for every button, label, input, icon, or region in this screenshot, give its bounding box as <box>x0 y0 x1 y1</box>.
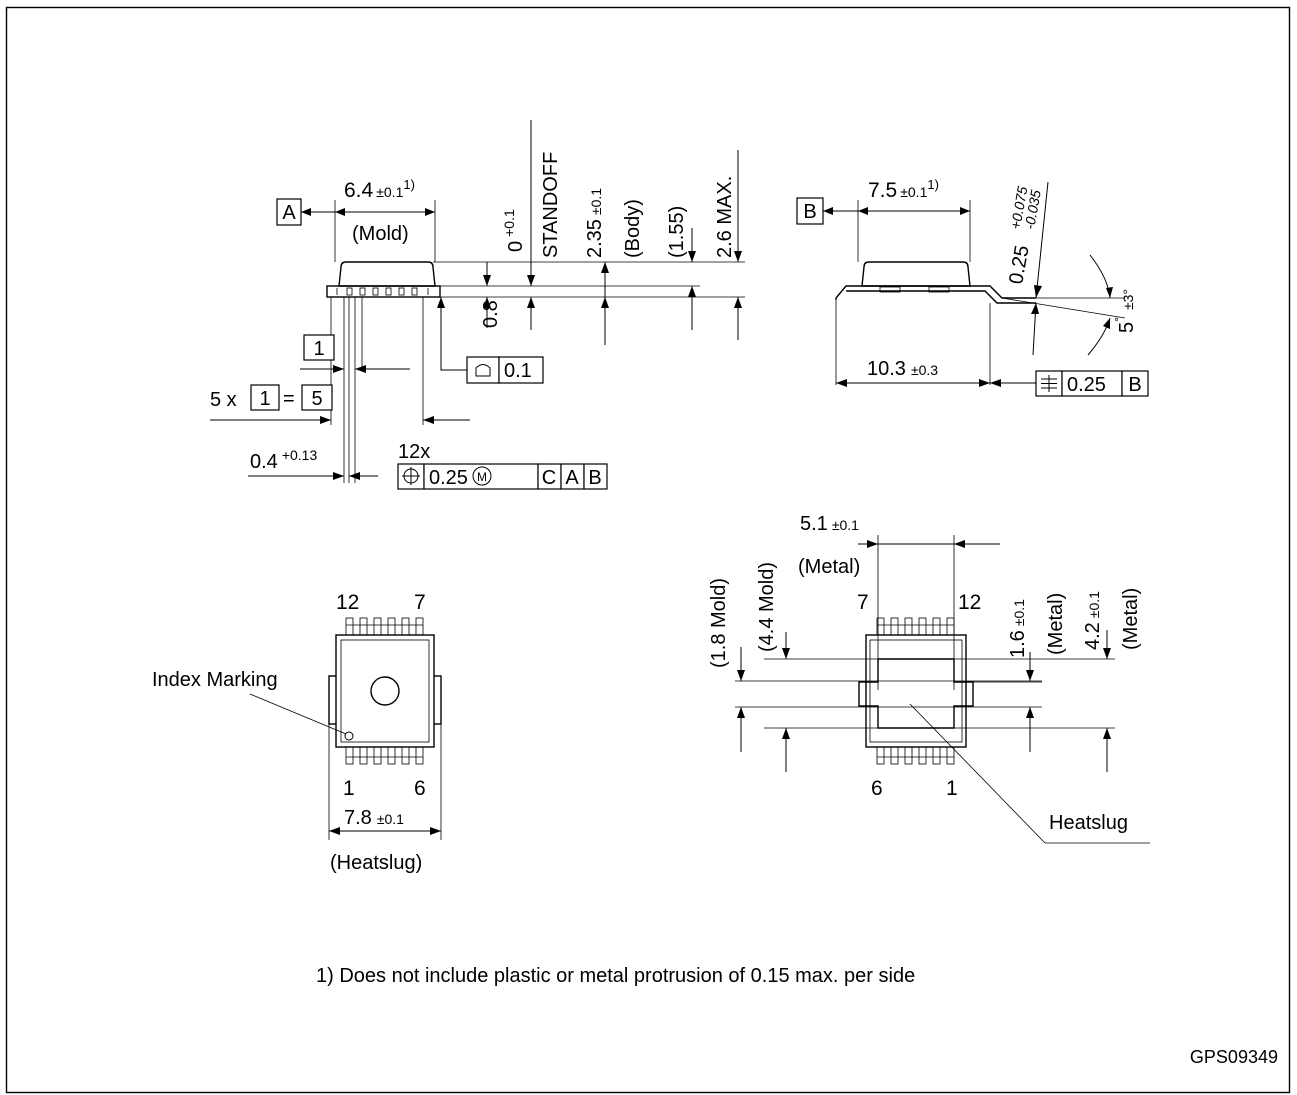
span-equals: = <box>283 388 295 410</box>
lead-span-value: 10.3±0.3 <box>867 358 938 380</box>
side-view: A 6.4±0.11) (Mold) <box>210 120 745 490</box>
footnote: 1) Does not include plastic or metal pro… <box>316 965 915 987</box>
reference-height: (1.55) <box>666 206 688 258</box>
bottom-pin-1: 1 <box>343 777 355 800</box>
metal-width-label: (Metal) <box>798 556 860 578</box>
metal-height-16-label: (Metal) <box>1045 593 1067 655</box>
lead-count: 12x <box>398 441 430 463</box>
datum-b-box <box>796 197 824 225</box>
flatness-frame <box>498 356 544 384</box>
bottom-pin-1: 1 <box>946 777 958 800</box>
end-body <box>861 261 971 287</box>
datum-a-box <box>276 198 302 226</box>
pitch-value: 1 <box>313 338 324 360</box>
lead-thickness-tol-plus: +0.075 <box>1007 185 1030 231</box>
span-box-value: 1 <box>259 388 270 410</box>
mold-body <box>338 261 436 287</box>
end-view: B 7.5±0.11) 0.25 +0.075 -0.035 5° ±3° <box>796 177 1149 397</box>
bottom-pin-12: 12 <box>958 591 981 614</box>
datum-a-ref: A <box>565 467 579 489</box>
bottom-heatslug <box>858 658 974 729</box>
position-tolerance-frame: 0.25 M C A B <box>397 463 608 490</box>
lead-width-value: 0.4+0.13 <box>250 447 317 473</box>
symmetry-datum: B <box>1128 374 1141 396</box>
lead-thickness-end: 0.25 <box>1005 244 1033 286</box>
lead-frame <box>326 285 441 298</box>
metal-height-42: 4.2±0.1 <box>1082 591 1104 650</box>
span-result: 5 <box>311 388 322 410</box>
bottom-pin-7: 7 <box>857 591 869 614</box>
lead-angle: 5° <box>1112 317 1138 333</box>
metal-height-16: 1.6±0.1 <box>1007 599 1029 658</box>
metal-height-42-label: (Metal) <box>1120 588 1142 650</box>
max-height: 2.6 MAX. <box>714 176 736 258</box>
top-leads-lower <box>345 746 424 765</box>
symmetry-value: 0.25 <box>1067 374 1106 396</box>
heatslug-width-value: 7.8±0.1 <box>344 807 404 829</box>
datum-b-letter: B <box>803 201 816 223</box>
drawing-frame <box>5 6 1291 1094</box>
mold-height-18: (1.8 Mold) <box>708 578 730 668</box>
lead-thickness-tol-minus: -0.035 <box>1021 188 1044 230</box>
heatslug-width-label: (Heatslug) <box>330 852 422 874</box>
index-dot <box>344 731 354 741</box>
end-leads <box>835 285 1036 304</box>
lead-thickness-value: 0.8 <box>480 300 502 328</box>
mold-width-label: (Mold) <box>352 223 409 245</box>
metal-width-value: 5.1±0.1 <box>800 513 859 535</box>
heatslug-label: Heatslug <box>1049 812 1128 834</box>
symmetry-frame: 0.25 B <box>1035 370 1149 397</box>
top-pin-12: 12 <box>336 591 359 614</box>
span-prefix: 5 x <box>210 389 237 411</box>
datum-a-letter: A <box>282 202 296 224</box>
bottom-view: 5.1±0.1 (Metal) 7 12 <box>708 513 1150 844</box>
datum-c-ref: C <box>542 467 556 489</box>
flatness-value: 0.1 <box>504 360 532 382</box>
bottom-body <box>865 634 967 748</box>
mold-height-44: (4.4 Mold) <box>756 562 778 652</box>
lead-ends <box>346 287 418 296</box>
mold-width-value: 6.4±0.11) <box>344 177 415 202</box>
top-view: 12 7 Index Marking 1 6 7.8±0.1 (Heatslug… <box>152 591 442 874</box>
top-center-mark <box>370 676 400 706</box>
bottom-leads-lower <box>876 746 955 765</box>
datum-b-ref: B <box>588 467 601 489</box>
standoff-value: 0+0.1 <box>501 209 527 252</box>
bottom-leads-upper <box>876 617 955 636</box>
bottom-pin-6: 6 <box>871 777 883 800</box>
top-body <box>335 634 435 748</box>
end-width-value: 7.5±0.11) <box>868 177 939 202</box>
index-marking-label: Index Marking <box>152 669 278 691</box>
mmc-symbol: M <box>477 470 487 484</box>
drawing-id: GPS09349 <box>1190 1047 1278 1067</box>
lead-angle-tol: ±3° <box>1120 289 1136 310</box>
bottom-pin-6: 6 <box>414 777 426 800</box>
body-height-label: (Body) <box>622 199 644 258</box>
top-pin-7: 7 <box>414 591 426 614</box>
body-height-value: 2.35±0.1 <box>584 188 606 258</box>
position-value: 0.25 <box>429 467 468 489</box>
standoff-label: STANDOFF <box>540 152 562 258</box>
flatness-symbol <box>475 364 491 377</box>
top-leads-upper <box>345 617 424 636</box>
pitch-box <box>303 334 335 361</box>
